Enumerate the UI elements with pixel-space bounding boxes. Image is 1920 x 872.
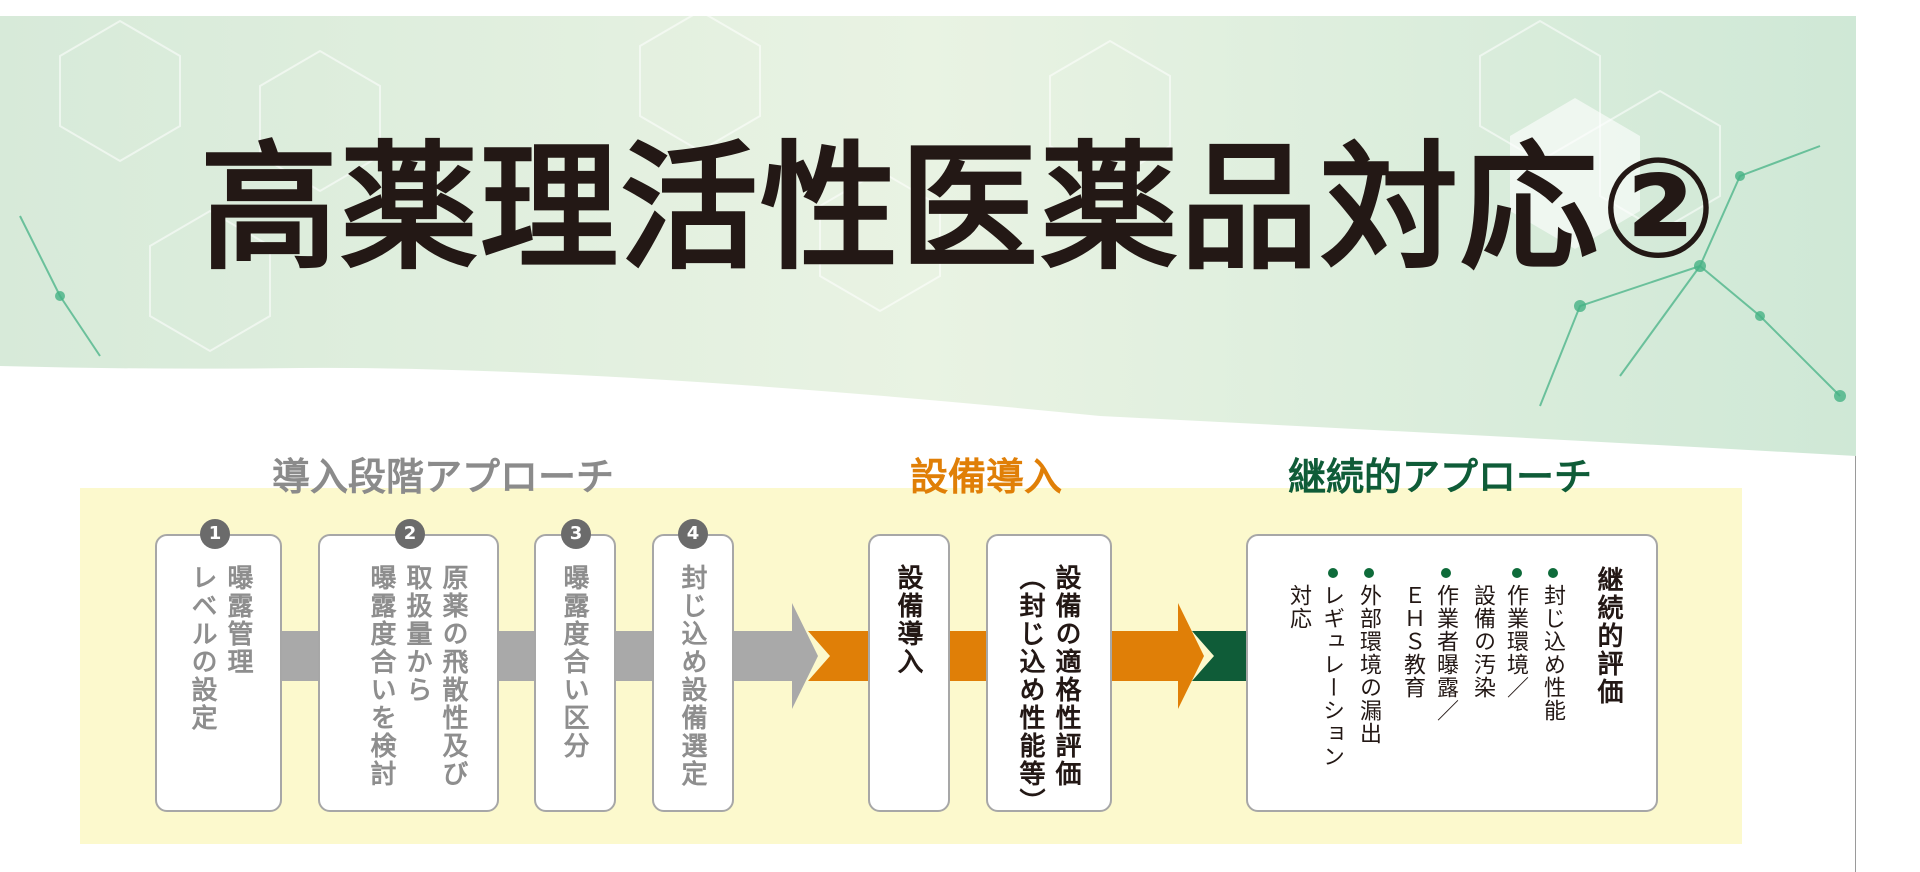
continuous-item-4: 外部環境の漏出 bbox=[1356, 584, 1381, 745]
continuous-evaluation-card: 継続的評価 封じ込め性能 作業環境／ 設備の汚染 作業者曝露／ ＥＨＳ教育 外部… bbox=[1246, 534, 1658, 812]
phase-equipment-label: 設備導入 bbox=[910, 455, 1063, 499]
phase-introduction-label: 導入段階アプローチ bbox=[272, 455, 615, 499]
page-title: 高薬理活性医薬品対応② bbox=[200, 128, 1719, 289]
equipment-intro-card: 設備導入 bbox=[868, 534, 950, 812]
bullet-dot bbox=[1328, 568, 1338, 578]
step-3-card: 曝露度合い区分 bbox=[534, 534, 616, 812]
continuous-item-3: 作業者曝露／ ＥＨＳ教育 bbox=[1400, 584, 1458, 722]
green-arrow bbox=[1192, 631, 1260, 681]
continuous-item-1: 封じ込め性能 bbox=[1540, 584, 1565, 722]
bullet-dot bbox=[1441, 568, 1451, 578]
step-3-badge: 3 bbox=[561, 519, 591, 549]
equipment-qualification-card: 設備の適格性評価 （封じ込め性能等） bbox=[986, 534, 1112, 816]
step-4-card: 封じ込め設備選定 bbox=[652, 534, 734, 812]
continuous-item-2: 作業環境／ 設備の汚染 bbox=[1470, 584, 1528, 699]
step-1-card: 曝露管理 レベルの設定 bbox=[155, 534, 282, 812]
orange-arrow-1 bbox=[808, 631, 887, 681]
step-4-text: 封じ込め設備選定 bbox=[677, 564, 707, 788]
bullet-dot bbox=[1364, 568, 1374, 578]
bullet-dot bbox=[1548, 568, 1558, 578]
equipment-qualification-text: 設備の適格性評価 （封じ込め性能等） bbox=[1015, 564, 1081, 816]
step-3-text: 曝露度合い区分 bbox=[559, 564, 589, 760]
grey-arrow bbox=[240, 603, 818, 709]
step-2-card: 原薬の飛散性及び 取扱量から 曝露度合いを検討 bbox=[318, 534, 499, 812]
hero-background bbox=[0, 16, 1856, 456]
bullet-dot bbox=[1512, 568, 1522, 578]
step-2-text: 原薬の飛散性及び 取扱量から 曝露度合いを検討 bbox=[366, 564, 468, 788]
continuous-heading: 継続的評価 bbox=[1593, 566, 1623, 706]
continuous-item-5: レギュレーション 対応 bbox=[1286, 584, 1344, 768]
equipment-intro-text: 設備導入 bbox=[893, 564, 923, 676]
step-4-badge: 4 bbox=[678, 519, 708, 549]
phase-continuous-label: 継続的アプローチ bbox=[1288, 455, 1593, 499]
step-1-text: 曝露管理 レベルの設定 bbox=[187, 564, 253, 732]
step-1-badge: 1 bbox=[200, 519, 230, 549]
step-2-badge: 2 bbox=[395, 519, 425, 549]
